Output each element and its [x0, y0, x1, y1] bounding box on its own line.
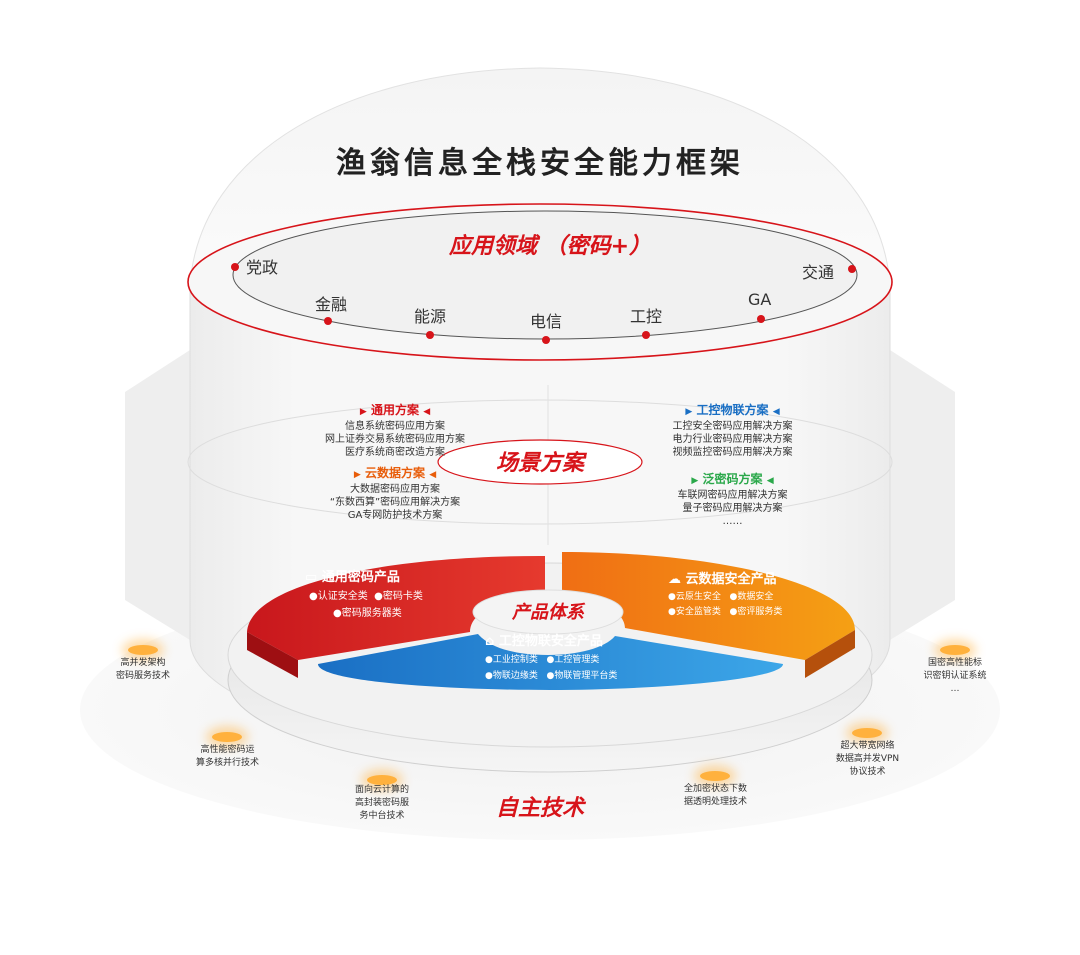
tech-line: 协议技术	[849, 767, 886, 777]
scheme-pan-crypto: ▶ 泛密码方案 ◀ 车联网密码应用解决方案 量子密码应用解决方案 ……	[625, 471, 840, 528]
tech-line: 识密钥认证系统	[923, 671, 987, 681]
application-layer-title: 应用领域 （密码+）	[448, 234, 652, 259]
product-name: 云数据安全产品	[685, 572, 777, 587]
product-name: 工控物联安全产品	[498, 634, 603, 649]
scheme-item: “东数西算”密码应用解决方案	[329, 497, 461, 508]
domain-label: 电信	[530, 312, 563, 331]
tech-line: …	[950, 684, 960, 694]
scheme-name: 云数据方案	[364, 466, 425, 480]
product-item: 物联管理平台类	[554, 671, 618, 681]
scheme-name: 通用方案	[370, 403, 419, 417]
tech-coin	[212, 732, 242, 742]
product-item: 工业控制类	[492, 655, 538, 665]
domain-label: 金融	[315, 295, 348, 314]
product-item: 认证安全类	[317, 591, 368, 602]
product-item: 密码卡类	[382, 591, 423, 602]
product-item: 安全监管类	[675, 607, 721, 617]
tech-coin	[700, 771, 730, 781]
domain-label: 交通	[802, 263, 835, 282]
scheme-name: 工控物联方案	[696, 403, 769, 417]
tech-line: 高并发架构	[120, 658, 166, 668]
domain-dot	[848, 265, 856, 273]
tech-line: 面向云计算的	[354, 785, 409, 795]
scheme-item: 车联网密码应用解决方案	[677, 490, 788, 501]
product-item: 云原生安全	[675, 592, 721, 602]
product-name: 通用密码产品	[321, 570, 400, 585]
scheme-item: 大数据密码应用方案	[350, 484, 440, 495]
product-item: 工控管理类	[554, 655, 600, 665]
domain-dot	[324, 317, 332, 325]
page-title: 渔翁信息全栈安全能力框架	[336, 146, 744, 181]
tech-line: 数据高并发VPN	[835, 754, 900, 764]
tech-coin	[852, 728, 882, 738]
domain-dot	[426, 331, 434, 339]
scheme-name: 泛密码方案	[702, 472, 763, 486]
domain-dot	[642, 331, 650, 339]
scenario-layer-title: 场景方案	[495, 451, 584, 476]
domain-dot	[757, 315, 765, 323]
scheme-item: GA专网防护技术方案	[347, 510, 443, 521]
tech-line: 务中台技术	[359, 811, 405, 821]
scheme-cloud-data: ▶ 云数据方案 ◀ 大数据密码应用方案 “东数西算”密码应用解决方案 GA专网防…	[290, 465, 500, 522]
tech-layer-title: 自主技术	[495, 796, 584, 821]
device-icon: ⌂	[485, 634, 495, 649]
domain-dot	[231, 263, 239, 271]
scheme-item: 信息系统密码应用方案	[345, 421, 445, 432]
tech-item: 高性能密码运 算多核并行技术	[180, 744, 275, 770]
scheme-item: 网上证券交易系统密码应用方案	[325, 434, 465, 445]
scenario-title-oval	[437, 439, 643, 485]
tech-item: 面向云计算的 高封装密码服 务中台技术	[337, 784, 427, 823]
scheme-item: 视频监控密码应用解决方案	[672, 447, 793, 458]
product-general: ▭ 通用密码产品 ●认证安全类 ●密码卡类 ●密码服务器类	[305, 570, 423, 619]
tech-line: 算多核并行技术	[195, 758, 259, 768]
product-item: 密评服务类	[737, 607, 783, 617]
product-item: 数据安全	[737, 592, 774, 602]
product-item: 物联边缘类	[492, 671, 538, 681]
scheme-item: 工控安全密码应用解决方案	[672, 421, 793, 432]
scheme-item: ……	[722, 516, 743, 527]
tech-item: 超大带宽网络 数据高并发VPN 协议技术	[820, 740, 915, 779]
tech-coin	[128, 645, 158, 655]
cloud-icon: ☁	[668, 572, 681, 587]
domain-label: 党政	[246, 258, 279, 277]
scheme-industrial-iot: ▶ 工控物联方案 ◀ 工控安全密码应用解决方案 电力行业密码应用解决方案 视频监…	[625, 402, 840, 459]
product-iot: ⌂ 工控物联安全产品 ●工业控制类 ●工控管理类 ●物联边缘类 ●物联管理平台类	[485, 634, 618, 681]
tech-coin	[367, 775, 397, 785]
product-layer-title: 产品体系	[512, 602, 584, 623]
server-icon: ▭	[305, 570, 318, 585]
tech-line: 高性能密码运	[200, 745, 255, 755]
scheme-item: 电力行业密码应用解决方案	[672, 434, 793, 445]
domain-label: 能源	[414, 307, 447, 326]
product-item: 密码服务器类	[341, 608, 402, 619]
domain-dot	[542, 336, 550, 344]
tech-line: 国密高性能标	[927, 658, 982, 668]
tech-item: 全加密状态下数 据透明处理技术	[668, 783, 763, 809]
tech-line: 密码服务技术	[115, 671, 170, 681]
tech-line: 全加密状态下数	[683, 784, 747, 794]
tech-coin	[940, 645, 970, 655]
domain-label: 工控	[630, 307, 663, 326]
scheme-general: ▶ 通用方案 ◀ 信息系统密码应用方案 网上证券交易系统密码应用方案 医疗系统商…	[290, 402, 500, 459]
tech-item: 高并发架构 密码服务技术	[98, 657, 188, 683]
tech-line: 据透明处理技术	[683, 797, 747, 807]
scheme-item: 医疗系统商密改造方案	[345, 447, 445, 458]
scheme-item: 量子密码应用解决方案	[682, 503, 783, 514]
tech-line: 高封装密码服	[354, 798, 409, 808]
tech-item: 国密高性能标 识密钥认证系统 …	[905, 657, 1005, 696]
domain-label: GA	[748, 290, 772, 309]
tech-line: 超大带宽网络	[840, 741, 895, 751]
product-cloud: ☁ 云数据安全产品 ●云原生安全 ●数据安全 ●安全监管类 ●密评服务类	[668, 572, 783, 617]
